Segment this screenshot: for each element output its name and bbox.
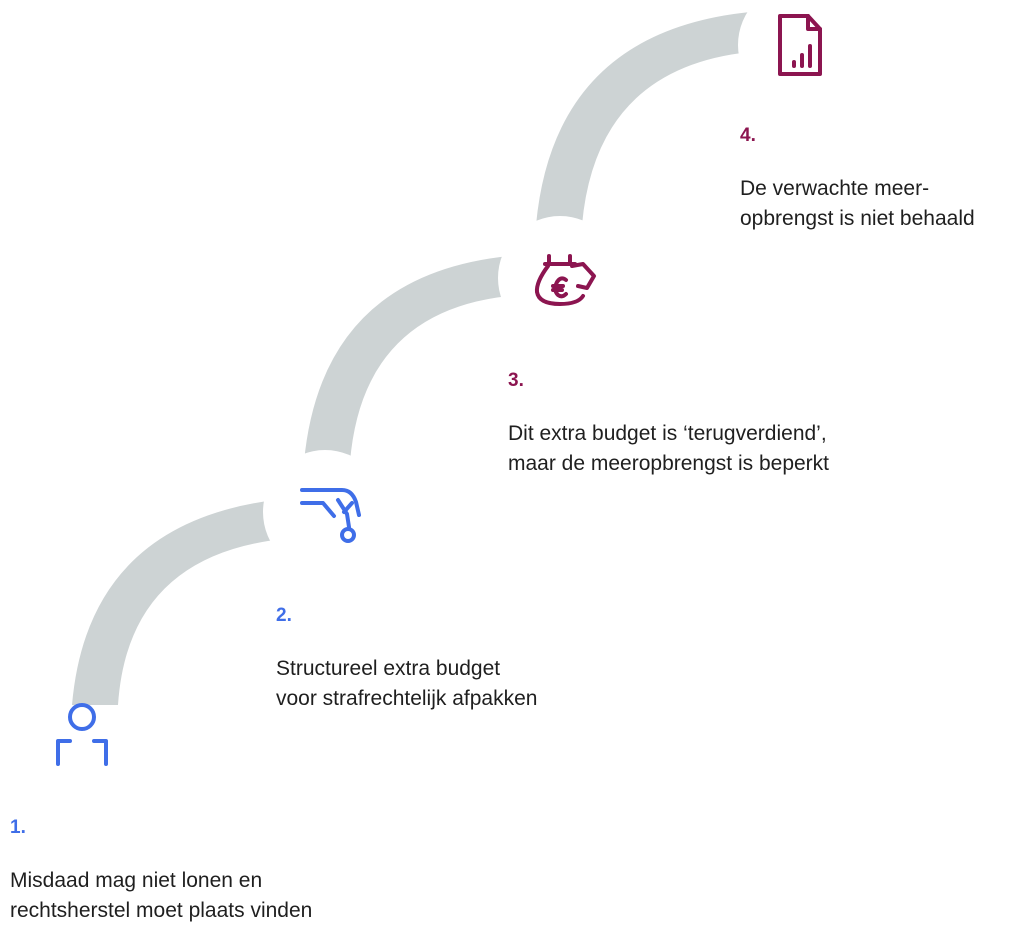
- step-3: 3. Dit extra budget is ‘terugverdiend’, …: [508, 369, 829, 479]
- step-4-description: De verwachte meer- opbrengst is niet beh…: [740, 174, 975, 234]
- icon-backdrop-4: [738, 0, 862, 107]
- step-3-line-2: maar de meeropbrengst is beperkt: [508, 452, 829, 475]
- connector-arc-1-2: [72, 499, 283, 705]
- money-bag-euro-icon: [534, 254, 596, 306]
- step-1-line-1: Misdaad mag niet lonen en: [10, 869, 263, 892]
- report-chart-icon: [778, 14, 822, 76]
- step-2-number: 2.: [276, 605, 292, 626]
- connector-arc-3-4: [536, 12, 750, 225]
- hand-keys-icon: [300, 488, 361, 543]
- staircase-diagram: [56, 0, 862, 766]
- step-4-number: 4.: [740, 125, 756, 146]
- step-3-line-1: Dit extra budget is ‘terugverdiend’,: [508, 422, 827, 445]
- step-4-line-1: De verwachte meer-: [740, 177, 930, 200]
- step-2-line-2: voor strafrechtelijk afpakken: [276, 687, 538, 710]
- step-4-line-2: opbrengst is niet behaald: [740, 207, 975, 230]
- connector-arc-2-3: [304, 255, 520, 462]
- step-1-description: Misdaad mag niet lonen en rechtsherstel …: [10, 866, 312, 926]
- step-2-line-1: Structureel extra budget: [276, 657, 501, 680]
- step-3-number: 3.: [508, 370, 524, 391]
- step-1: 1. Misdaad mag niet lonen en rechtsherst…: [10, 816, 312, 926]
- step-2-description: Structureel extra budget voor strafrecht…: [276, 654, 537, 714]
- step-4: 4. De verwachte meer- opbrengst is niet …: [740, 124, 975, 234]
- person-icon: [56, 703, 108, 766]
- step-1-line-2: rechtsherstel moet plaats vinden: [10, 899, 313, 922]
- icon-backdrop-2: [263, 450, 387, 574]
- step-1-number: 1.: [10, 817, 26, 838]
- step-3-description: Dit extra budget is ‘terugverdiend’, maa…: [508, 419, 829, 479]
- step-2: 2. Structureel extra budget voor strafre…: [276, 604, 537, 714]
